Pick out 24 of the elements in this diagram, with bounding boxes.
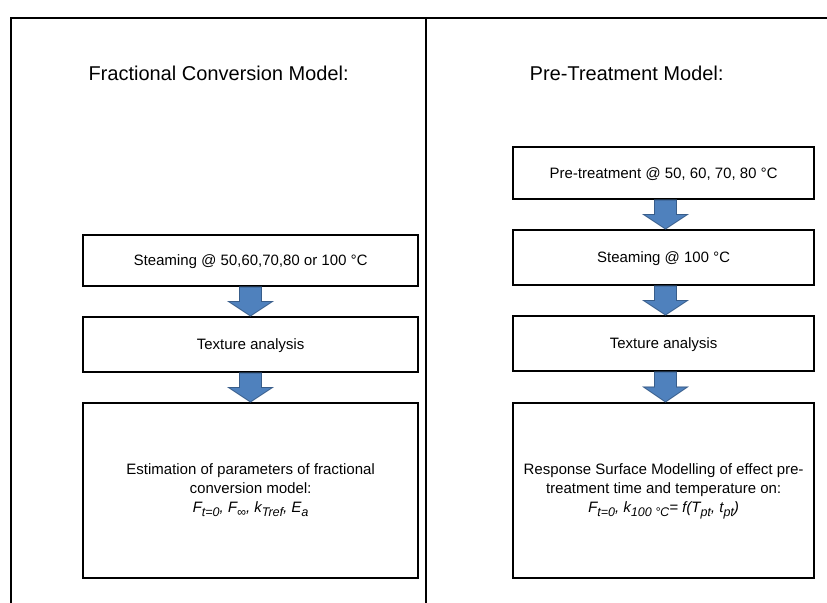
- box-text: Steaming @ 100 °C: [597, 248, 730, 267]
- panel-heading: Pre-Treatment Model:: [528, 63, 724, 86]
- process-box: [512, 229, 815, 286]
- box-text: Texture analysis: [610, 334, 718, 353]
- block-arrow: [226, 372, 274, 403]
- process-box: [82, 402, 419, 579]
- process-box: [512, 146, 815, 200]
- box-text: Steaming @ 50,60,70,80 or 100 °C: [134, 251, 368, 270]
- process-box: [82, 234, 419, 287]
- box-text: Texture analysis: [196, 335, 304, 354]
- block-arrow: [642, 286, 690, 316]
- block-arrow: [226, 286, 274, 317]
- process-box: [512, 402, 815, 579]
- panel-heading: Fractional Conversion Model:: [87, 63, 350, 86]
- process-box: [512, 315, 815, 372]
- formula-text: F$_{t=0}$, F$_{∞}$, k$_{Tref}$, E$_{a}$: [192, 498, 308, 520]
- formula-text: F$_{t=0}$, k$_{100 °C}$= f(T$_{pt}$, t$_{pt}$): [588, 498, 739, 521]
- block-arrow: [642, 372, 690, 403]
- box-text: Pre-treatment @ 50, 60, 70, 80 °C: [549, 164, 778, 182]
- box-text: Estimation of parameters of fractional conversion model:: [125, 460, 376, 498]
- block-arrow: [642, 200, 690, 230]
- box-text: Response Surface Modelling of effect pre-treatment time and temperature on:: [522, 460, 804, 498]
- model-panel: [10, 17, 427, 603]
- process-box: [82, 316, 419, 373]
